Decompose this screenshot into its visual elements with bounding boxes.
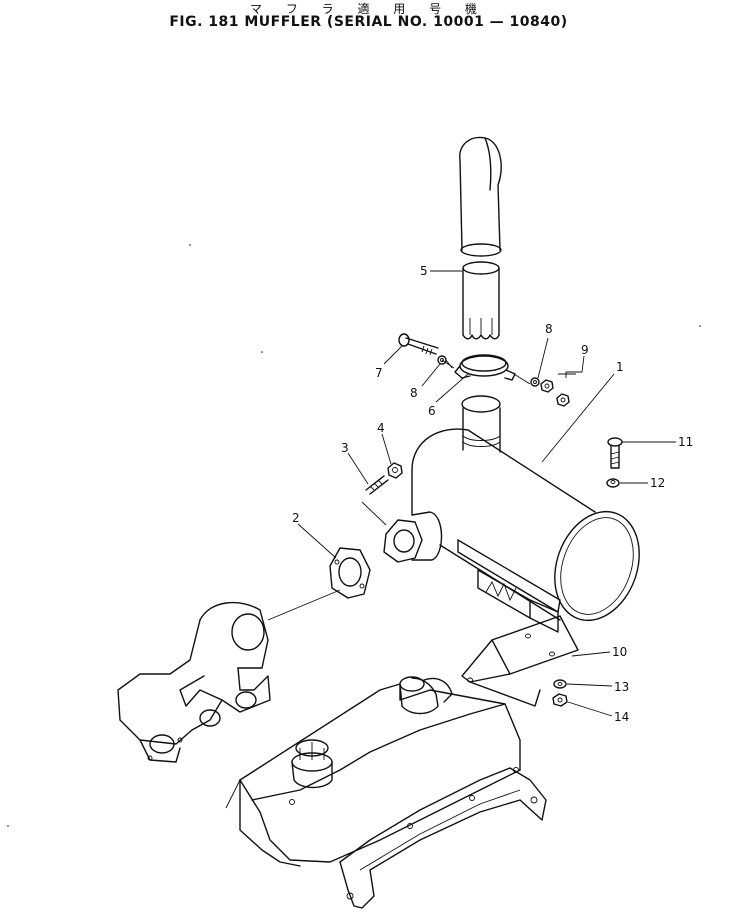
bracket-bolt (607, 437, 623, 469)
callout-13: 13 (614, 680, 629, 694)
leader-7 (383, 345, 403, 365)
callout-14: 14 (614, 710, 629, 724)
leader-8a (421, 363, 441, 387)
leader-1 (541, 373, 615, 463)
callout-11: 11 (678, 435, 693, 449)
callout-5: 5 (420, 264, 428, 278)
bracket-nut (552, 693, 568, 707)
intake-manifold (339, 767, 547, 909)
callout-10: 10 (612, 645, 627, 659)
leader-8b (537, 337, 549, 379)
callout-1: 1 (616, 360, 624, 374)
pipe-clamp (454, 354, 516, 381)
exhaust-manifold (117, 601, 271, 763)
leader-14 (567, 701, 613, 717)
leader-10 (571, 651, 611, 657)
figure-title-japanese: マ フ ラ 適 用 号 機 (250, 2, 487, 16)
bracket-lock-washer (553, 679, 567, 689)
flange-nut (387, 462, 403, 479)
leader-6 (435, 373, 469, 403)
nut-upper (540, 379, 554, 393)
callout-3: 3 (341, 441, 349, 455)
callout-8-left: 8 (410, 386, 418, 400)
callout-2: 2 (292, 511, 300, 525)
leader-4 (381, 433, 392, 465)
cylinder-head (239, 676, 521, 867)
exhaust-pipe (462, 261, 500, 340)
nut-lower (556, 393, 570, 407)
callout-6: 6 (428, 404, 436, 418)
callout-8-right: 8 (545, 322, 553, 336)
leader-3 (347, 452, 369, 485)
clamp-bolt (398, 333, 439, 356)
washer-right (530, 377, 540, 387)
stud-bolt (365, 475, 389, 495)
bracket-washer (606, 478, 620, 488)
callout-7: 7 (375, 366, 383, 380)
leader-9 (565, 355, 585, 378)
callout-4: 4 (377, 421, 385, 435)
mounting-bracket (461, 615, 579, 707)
figure-title: FIG. 181 MUFFLER (SERIAL NO. 10001 — 108… (169, 14, 568, 30)
callout-9: 9 (581, 343, 589, 357)
leader-13 (566, 683, 613, 687)
leader-2 (297, 523, 337, 559)
tail-pipe-elbow (459, 136, 502, 257)
gasket (329, 547, 371, 599)
callout-12: 12 (650, 476, 665, 490)
muffler-body (383, 395, 640, 633)
